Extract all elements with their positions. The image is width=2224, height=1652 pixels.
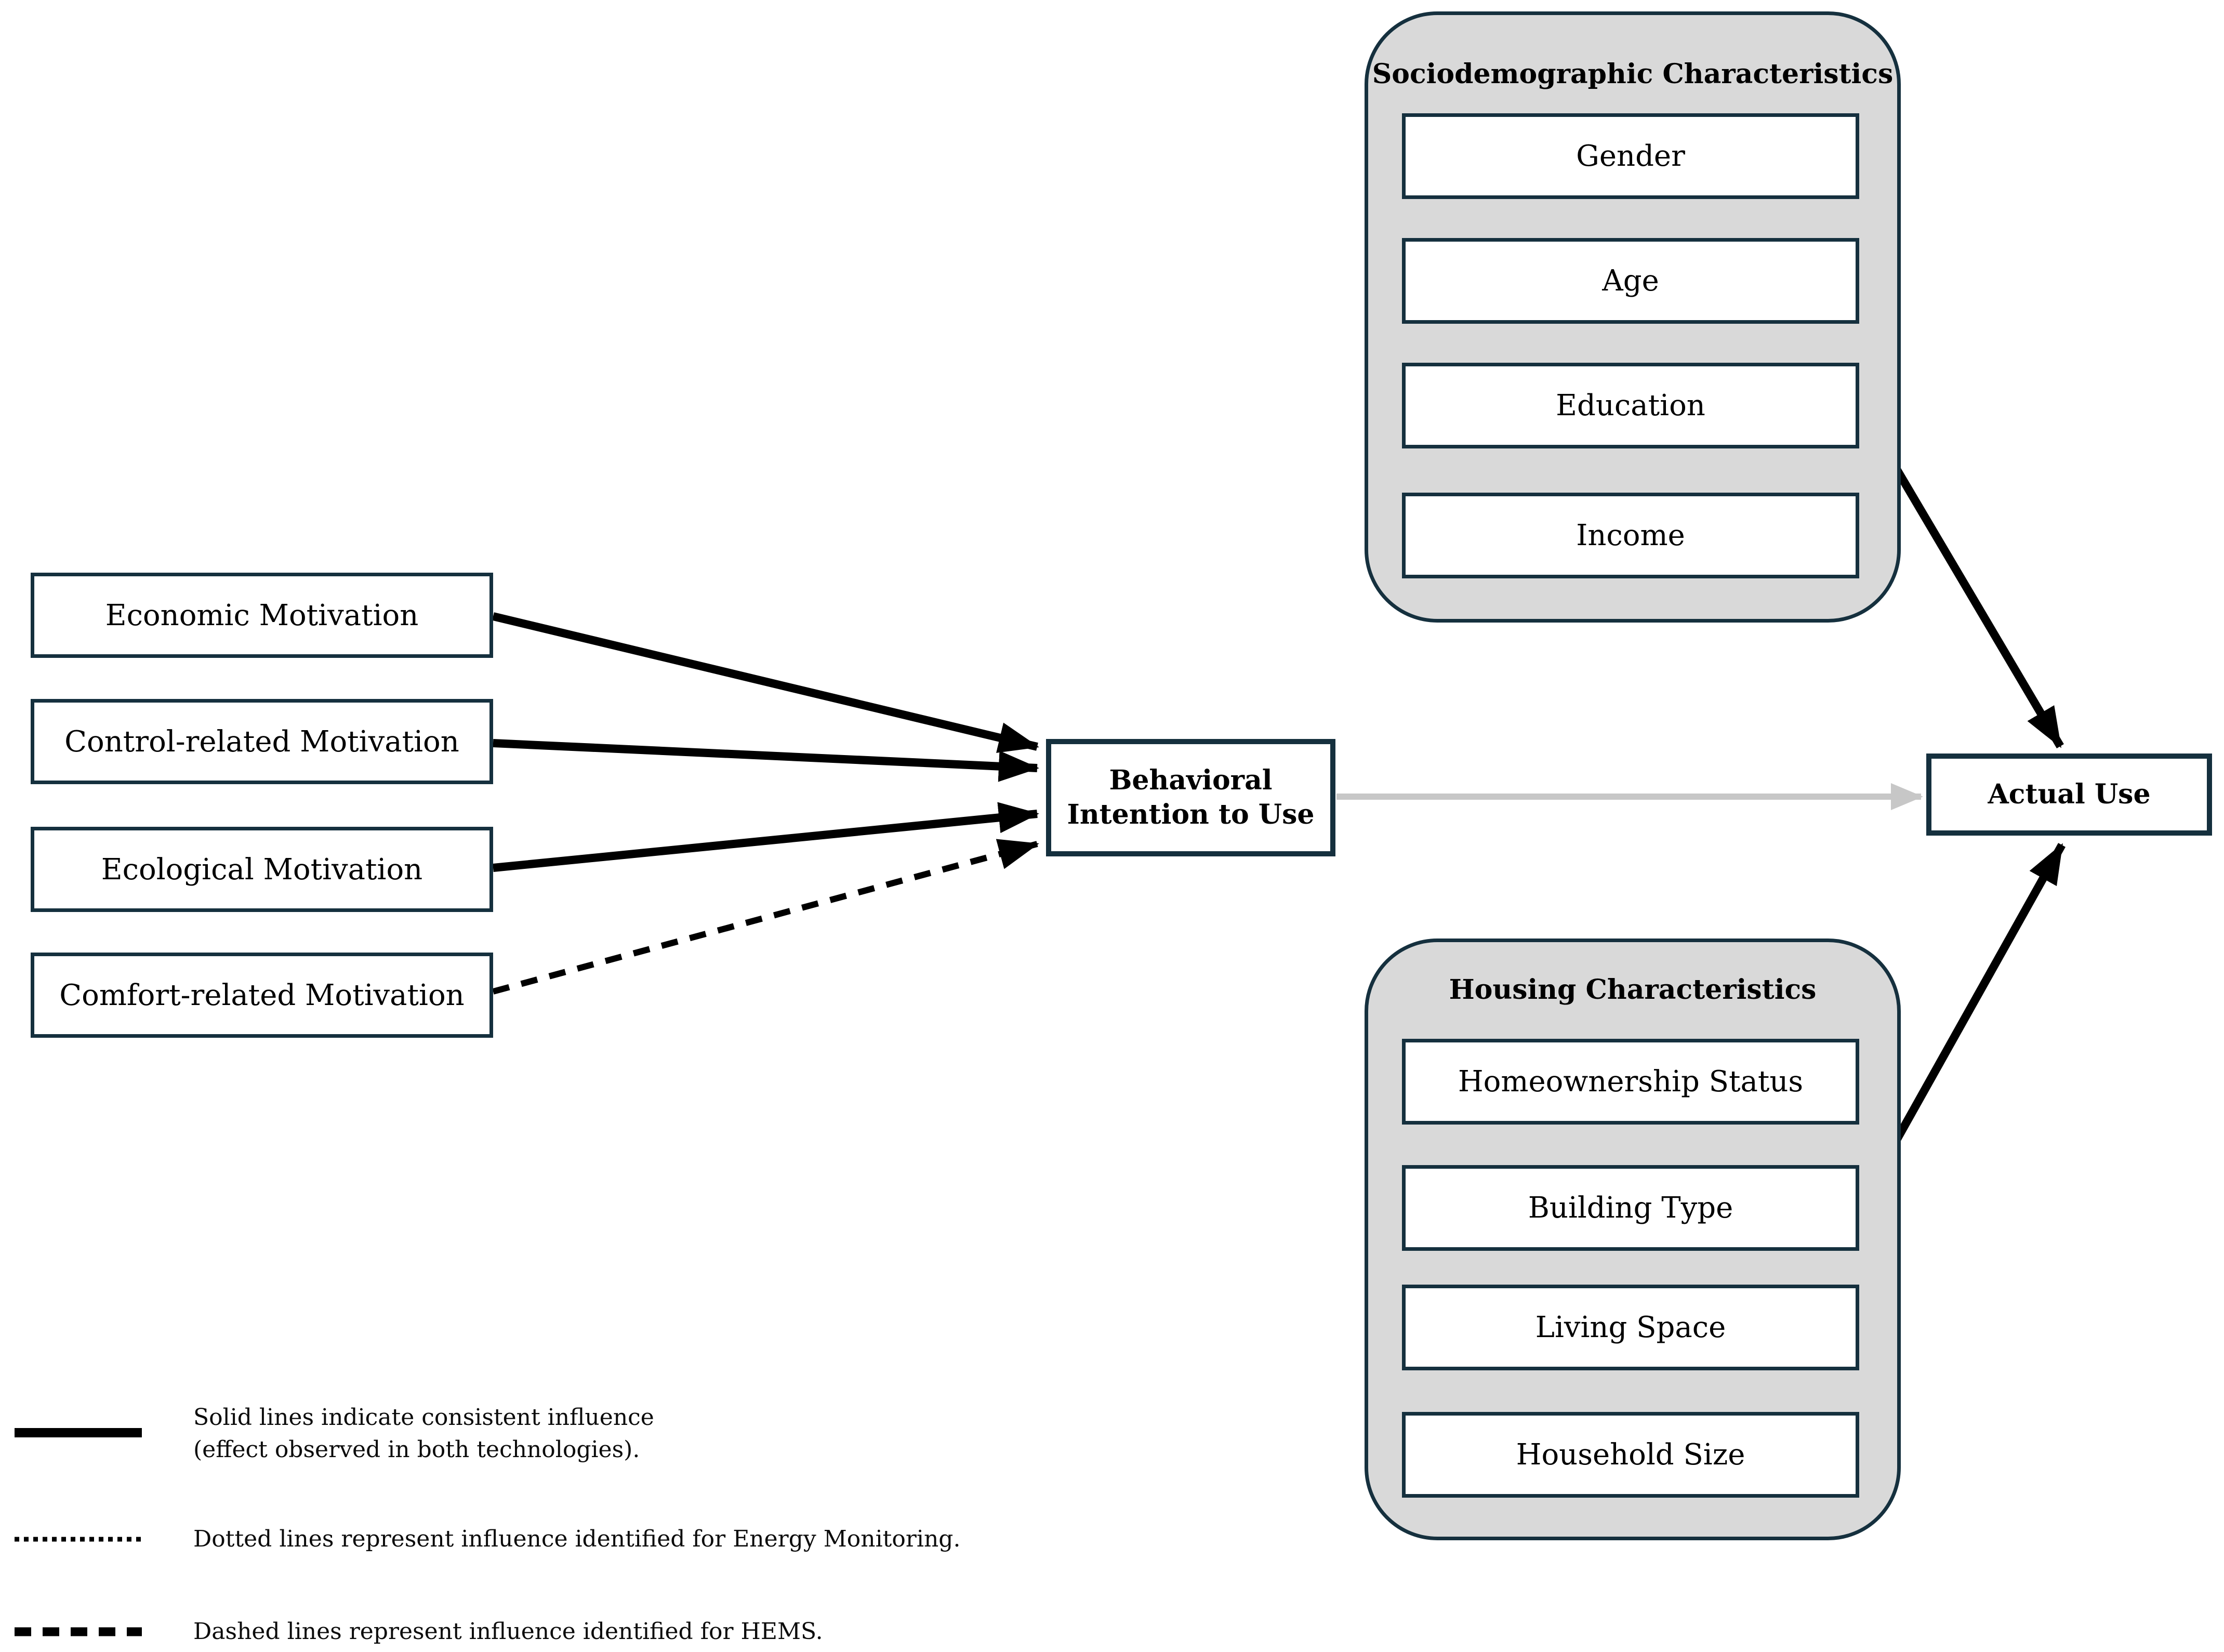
- box-age-label: Age: [1602, 264, 1659, 298]
- box-gender-label: Gender: [1576, 139, 1685, 173]
- legend-solid-text-line-2: (effect observed in both technologies).: [193, 1436, 640, 1463]
- behavioral-intention-line-2: Intention to Use: [1067, 799, 1315, 830]
- legend-solid-text: Solid lines indicate consistent influenc…: [193, 1402, 654, 1466]
- arrow-control-to-intention: [493, 739, 1039, 782]
- box-homeownership-status: Homeownership Status: [1402, 1039, 1859, 1125]
- box-living-space-label: Living Space: [1535, 1311, 1726, 1344]
- legend-dotted-text-line-1: Dotted lines represent influence identif…: [193, 1526, 961, 1552]
- legend-dotted-text: Dotted lines represent influence identif…: [193, 1523, 960, 1555]
- box-household-size: Household Size: [1402, 1412, 1859, 1498]
- group-sociodemographic-characteristics: Sociodemographic Characteristics Gender …: [1365, 11, 1901, 623]
- box-economic-motivation: Economic Motivation: [31, 573, 493, 658]
- arrow-comfort-to-intention-dashed: [492, 839, 1039, 995]
- box-control-related-motivation: Control-related Motivation: [31, 699, 493, 784]
- group-housing-title: Housing Characteristics: [1449, 974, 1817, 1006]
- box-building-type-label: Building Type: [1528, 1191, 1733, 1225]
- behavioral-intention-line-1: Behavioral: [1109, 764, 1273, 796]
- box-income: Income: [1402, 493, 1859, 578]
- box-actual-use: Actual Use: [1926, 754, 2212, 836]
- legend-dashed-text-line-1: Dashed lines represent influence identif…: [193, 1618, 823, 1645]
- box-behavioral-intention-to-use: Behavioral Intention to Use: [1046, 739, 1335, 856]
- arrow-economic-to-intention: [492, 612, 1039, 753]
- box-household-size-label: Household Size: [1516, 1438, 1745, 1472]
- group-housing-characteristics: Housing Characteristics Homeownership St…: [1365, 939, 1901, 1540]
- group-sociodemographic-title: Sociodemographic Characteristics: [1372, 58, 1894, 90]
- legend-solid-text-line-1: Solid lines indicate consistent influenc…: [193, 1404, 654, 1431]
- box-ecological-motivation: Ecological Motivation: [31, 827, 493, 912]
- box-income-label: Income: [1576, 519, 1685, 552]
- box-control-related-motivation-label: Control-related Motivation: [64, 724, 459, 759]
- box-gender: Gender: [1402, 113, 1859, 199]
- box-homeownership-status-label: Homeownership Status: [1458, 1065, 1804, 1099]
- legend-dashed-text: Dashed lines represent influence identif…: [193, 1616, 823, 1648]
- box-economic-motivation-label: Economic Motivation: [105, 598, 419, 632]
- box-comfort-related-motivation-label: Comfort-related Motivation: [59, 978, 465, 1012]
- arrow-ecological-to-intention: [493, 802, 1039, 872]
- box-ecological-motivation-label: Ecological Motivation: [101, 852, 423, 887]
- box-age: Age: [1402, 238, 1859, 324]
- actual-use-label: Actual Use: [1988, 778, 2151, 810]
- box-building-type: Building Type: [1402, 1165, 1859, 1251]
- box-comfort-related-motivation: Comfort-related Motivation: [31, 953, 493, 1038]
- box-education-label: Education: [1556, 389, 1705, 422]
- box-living-space: Living Space: [1402, 1285, 1859, 1370]
- box-education: Education: [1402, 363, 1859, 448]
